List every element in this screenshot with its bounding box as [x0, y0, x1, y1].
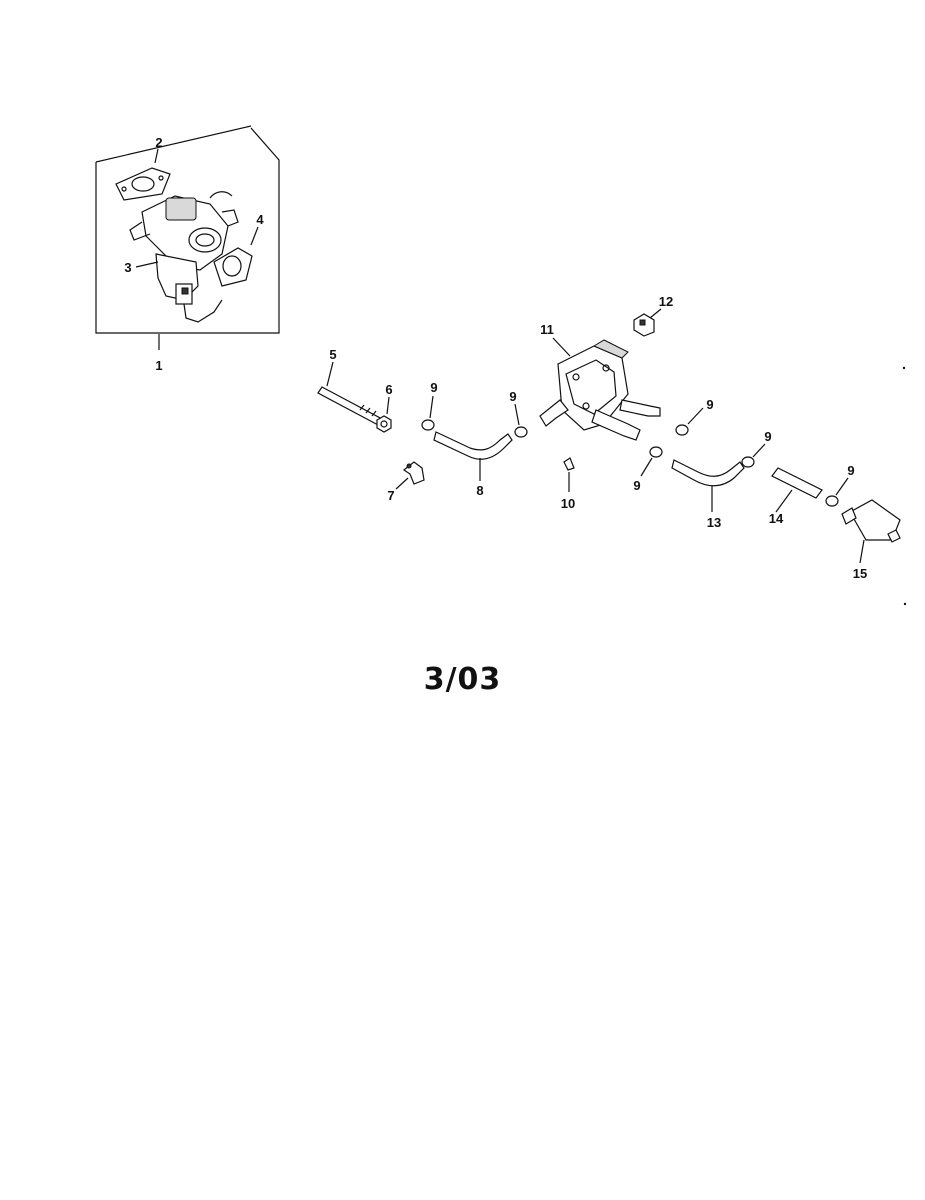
callout-4: 4 [256, 212, 264, 227]
fuel-line-part-13 [671, 459, 745, 512]
callout-6: 6 [385, 382, 392, 397]
callout-8: 8 [476, 483, 483, 498]
callout-9b: 9 [509, 389, 516, 404]
carburetor-assembly-inset [95, 125, 280, 334]
gasket-part-4 [213, 247, 253, 287]
carburetor-part-3 [129, 191, 239, 323]
connector-part-12 [633, 308, 662, 337]
stud-part-5 [317, 361, 385, 427]
callout-11: 11 [540, 322, 554, 337]
hose-part-14 [771, 467, 823, 513]
callout-9c: 9 [706, 397, 713, 412]
hose-clamp-part-9b [514, 403, 528, 438]
hose-clamp-part-9e [741, 443, 766, 468]
hose-clamp-part-9c [675, 407, 704, 436]
callout-9e: 9 [764, 429, 771, 444]
callout-2: 2 [155, 135, 162, 150]
callout-9f: 9 [847, 463, 854, 478]
clip-part-7 [395, 461, 425, 490]
fuel-filter-part-15 [841, 499, 901, 564]
fuel-line-part-8 [433, 431, 513, 481]
callout-5: 5 [329, 347, 336, 362]
hose-clamp-part-9f [825, 477, 849, 507]
callout-7: 7 [387, 488, 394, 503]
callout-10: 10 [561, 496, 575, 511]
fuel-pump-part-11 [539, 337, 661, 441]
callout-1: 1 [155, 358, 162, 373]
fitting-part-10 [563, 457, 575, 492]
callout-9a: 9 [430, 380, 437, 395]
callout-14: 14 [769, 511, 784, 526]
hose-clamp-part-9d [640, 446, 663, 477]
callout-12: 12 [659, 294, 673, 309]
gasket-part-2 [115, 167, 171, 201]
callout-9d: 9 [633, 478, 640, 493]
hose-clamp-part-9a [421, 395, 435, 431]
callout-13: 13 [707, 515, 721, 530]
callout-3: 3 [124, 260, 131, 275]
callout-15: 15 [853, 566, 867, 581]
date-code: 3/03 [423, 662, 502, 697]
nut-part-6 [376, 396, 392, 433]
